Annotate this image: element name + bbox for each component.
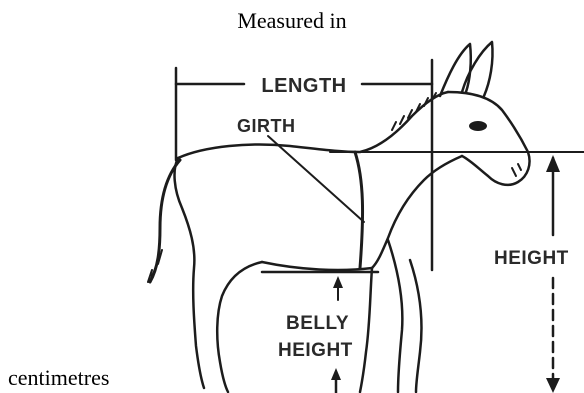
belly-height-label-line2: HEIGHT	[278, 340, 353, 361]
length-dimension: LENGTH	[176, 60, 432, 270]
belly-height-dimension: BELLY HEIGHT	[262, 272, 378, 393]
caption-centimetres: centimetres	[8, 365, 109, 391]
length-label: LENGTH	[261, 75, 346, 97]
belly-height-label-line1: BELLY	[286, 313, 349, 334]
girth-dimension: GIRTH	[237, 116, 364, 268]
height-label: HEIGHT	[494, 248, 569, 269]
girth-label: GIRTH	[237, 116, 296, 136]
